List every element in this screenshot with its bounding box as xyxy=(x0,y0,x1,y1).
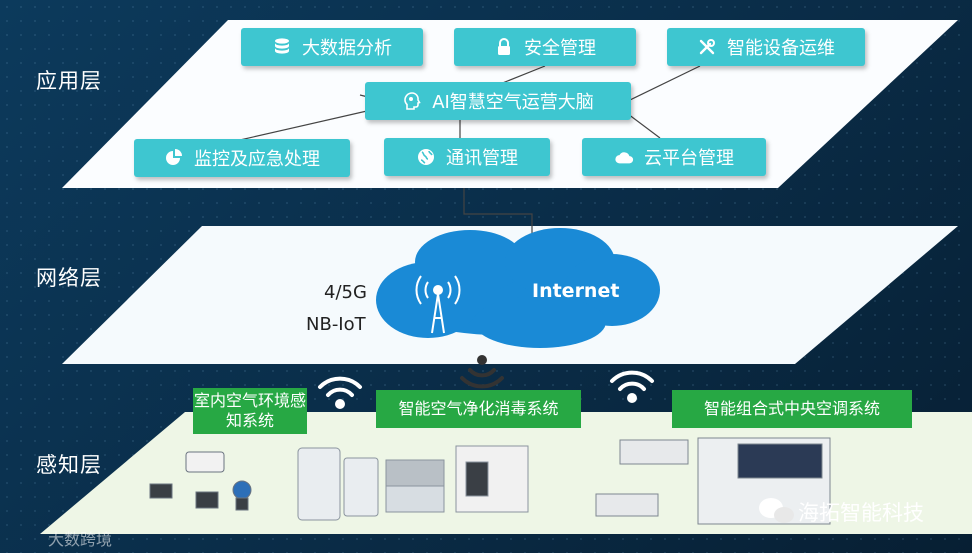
big-data-button[interactable]: 大数据分析 xyxy=(241,28,423,66)
internet-label: Internet xyxy=(532,280,620,302)
layer-label-network: 网络层 xyxy=(36,266,102,290)
security-button[interactable]: 安全管理 xyxy=(454,28,636,66)
nbiot-label: NB-IoT xyxy=(306,314,366,335)
communication-button[interactable]: 通讯管理 xyxy=(384,138,550,176)
purifier-devices xyxy=(297,445,529,521)
env-sensing-label: 室内空气环境感知系统 xyxy=(193,388,307,434)
database-icon xyxy=(272,37,292,57)
layer-label-perception: 感知层 xyxy=(36,453,102,477)
cloud-platform-button[interactable]: 云平台管理 xyxy=(582,138,766,176)
wifi-icon xyxy=(610,370,654,403)
device-ops-label: 智能设备运维 xyxy=(727,38,835,59)
monitoring-label: 监控及应急处理 xyxy=(194,149,320,170)
brand-watermark: 海拓智能科技 xyxy=(798,501,924,525)
sensor-devices xyxy=(149,451,252,511)
brain-head-icon xyxy=(402,91,422,111)
corner-watermark: 大数跨境 xyxy=(48,530,113,549)
lock-icon xyxy=(494,37,514,57)
device-ops-button[interactable]: 智能设备运维 xyxy=(667,28,865,66)
monitoring-button[interactable]: 监控及应急处理 xyxy=(134,139,350,177)
tools-icon xyxy=(697,37,717,57)
cloud-icon xyxy=(614,147,634,167)
cloud-platform-label: 云平台管理 xyxy=(644,148,734,169)
big-data-label: 大数据分析 xyxy=(302,38,392,59)
communication-label: 通讯管理 xyxy=(446,148,518,169)
layer-label-application: 应用层 xyxy=(36,69,102,93)
wifi-icon xyxy=(318,376,362,409)
internet-cloud xyxy=(376,228,660,348)
wechat-icon xyxy=(759,498,794,523)
purification-label: 智能空气净化消毒系统 xyxy=(376,390,581,428)
pie-chart-icon xyxy=(164,148,184,168)
security-label: 安全管理 xyxy=(524,38,596,59)
hvac-label: 智能组合式中央空调系统 xyxy=(672,390,912,428)
ai-brain-button[interactable]: AI智慧空气运营大脑 xyxy=(365,82,631,120)
cellular-label: 4/5G xyxy=(324,282,367,303)
signal-tower-icon xyxy=(415,275,461,334)
wifi-icon xyxy=(460,355,504,389)
ai-brain-label: AI智慧空气运营大脑 xyxy=(432,92,594,113)
globe-icon xyxy=(416,147,436,167)
